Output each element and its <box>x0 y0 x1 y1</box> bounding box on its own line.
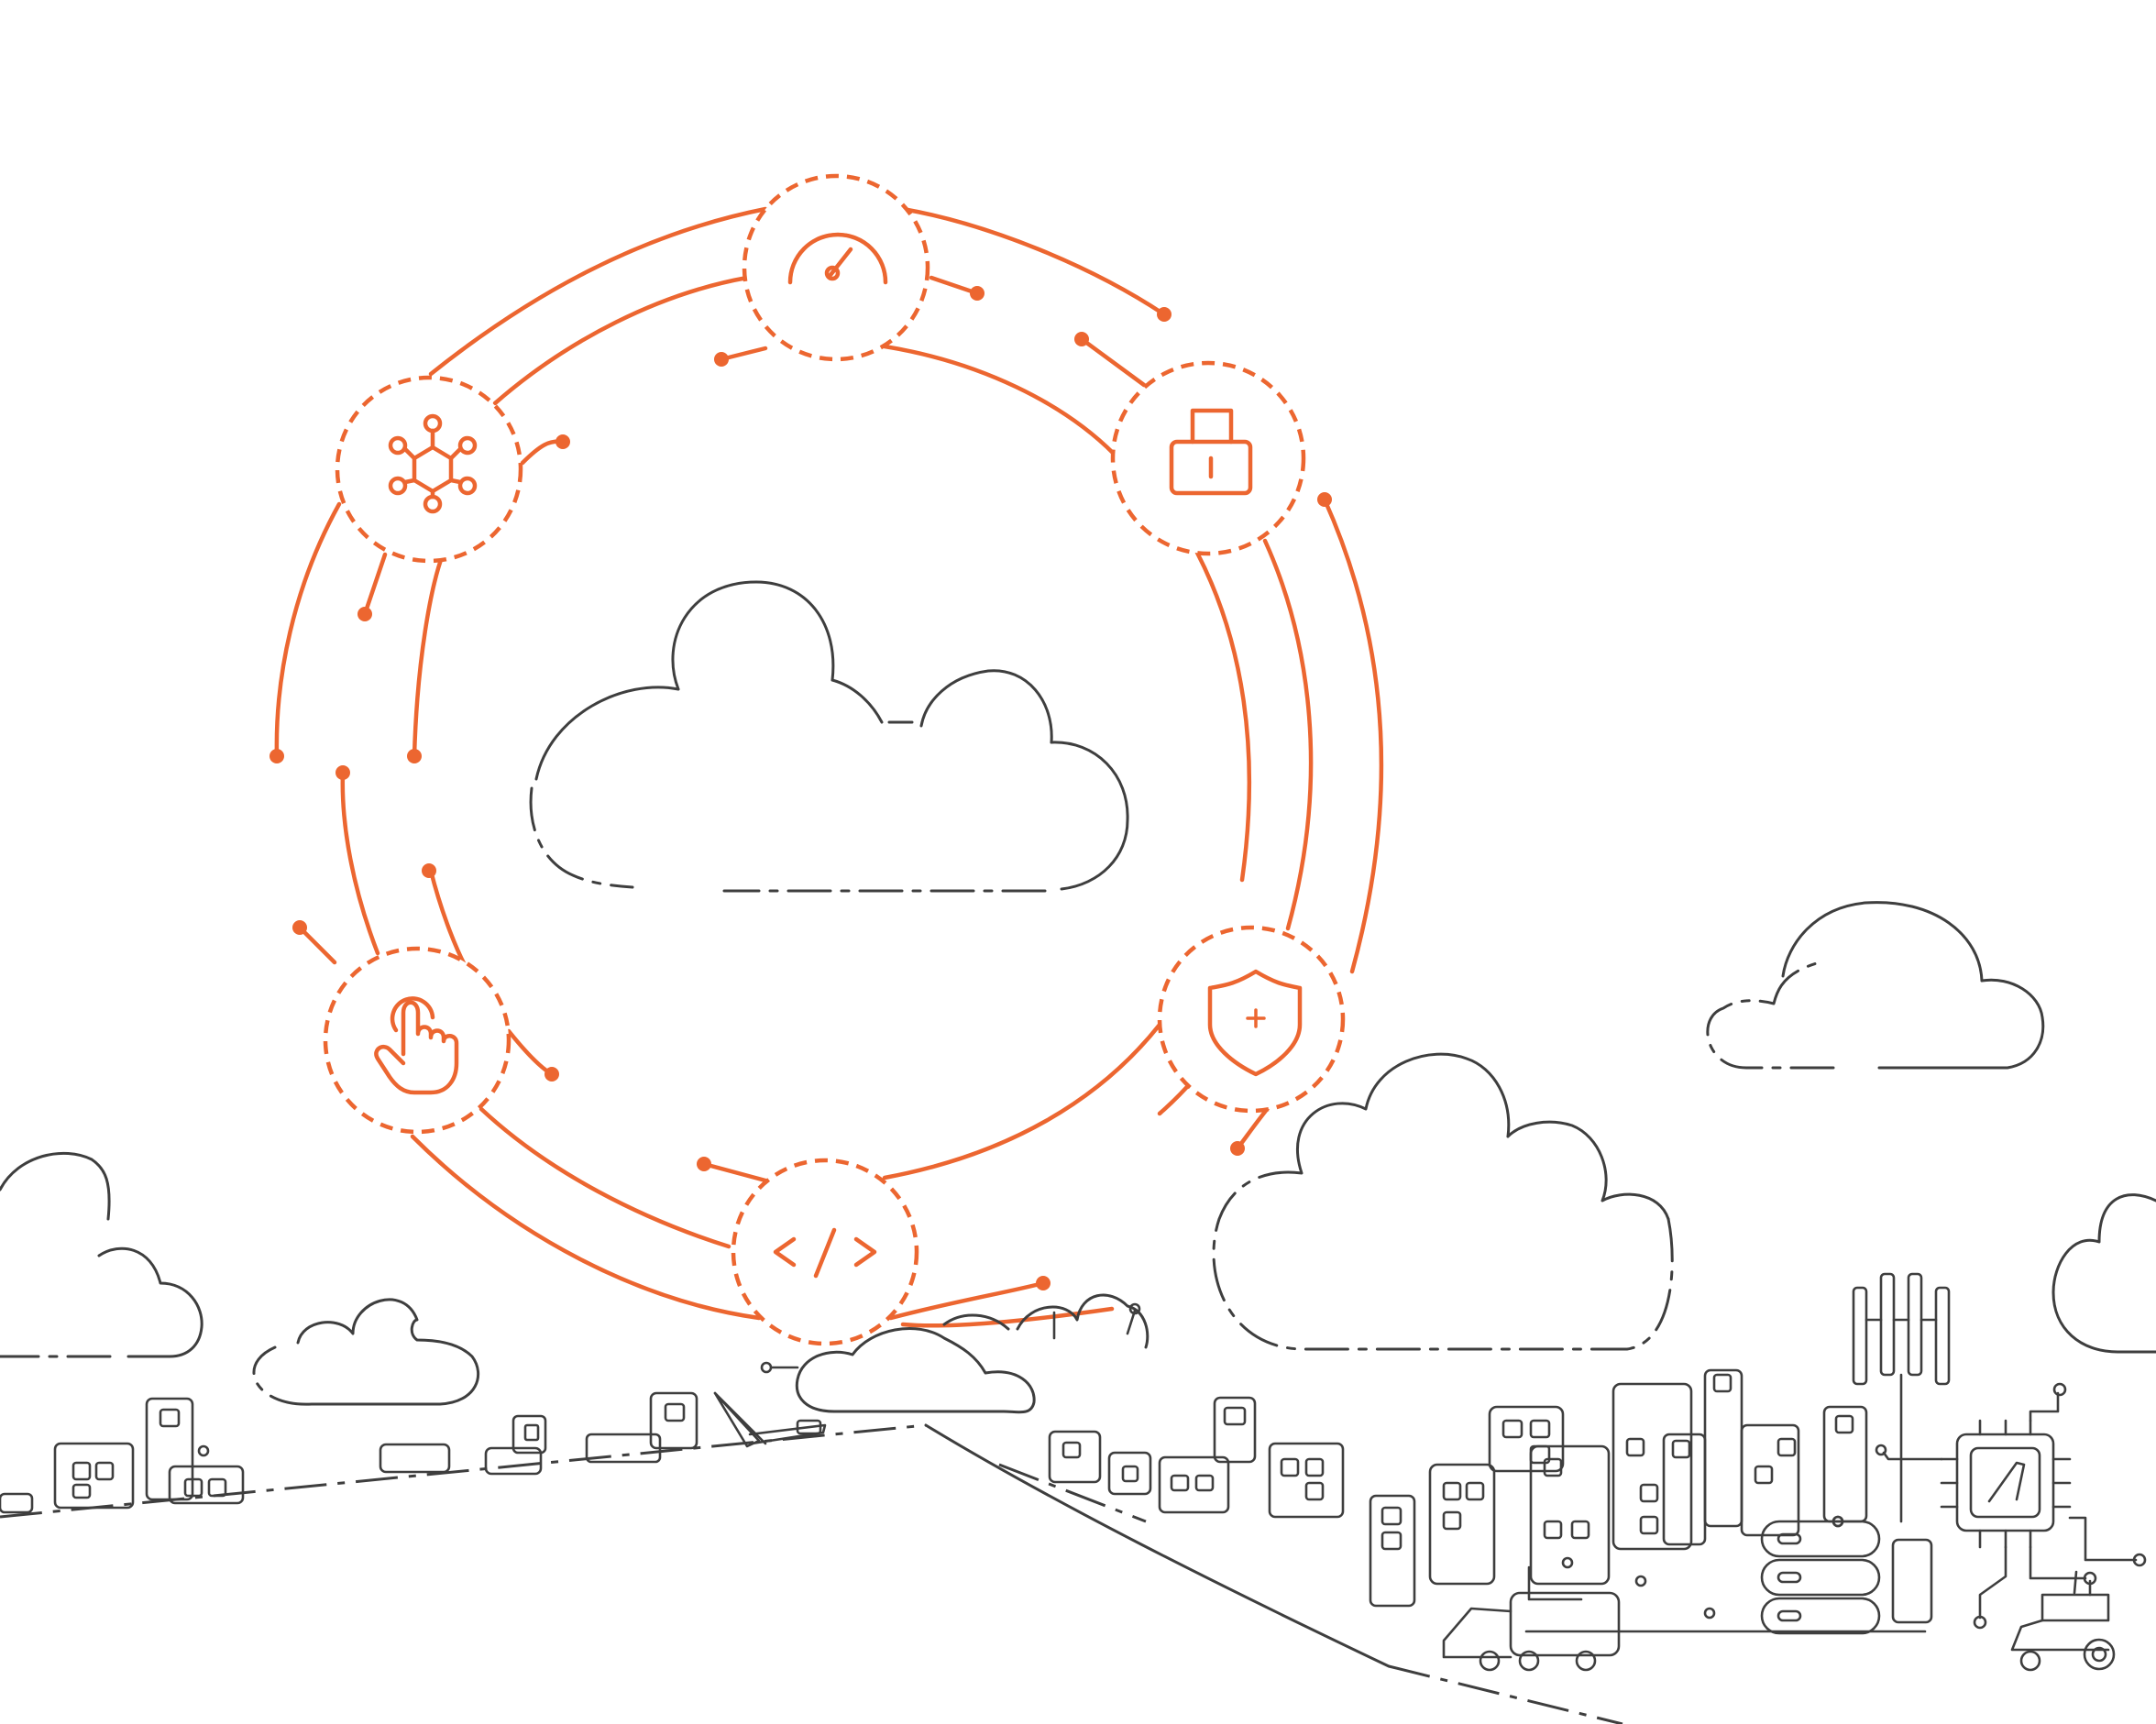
left-cloud <box>0 1151 204 1358</box>
right-upper-cloud <box>1706 901 2045 1070</box>
speedometer-icon <box>787 232 888 285</box>
service-ring <box>270 173 1384 1346</box>
security-node <box>1110 360 1306 556</box>
mid-small-cloud <box>795 1293 1150 1414</box>
airplane-icon <box>760 1302 1141 1374</box>
left-town <box>0 1391 827 1514</box>
code-brackets-icon <box>773 1227 877 1279</box>
tractor-icon <box>2010 1570 2116 1672</box>
cell-tower-icon <box>1852 1272 1951 1523</box>
touch-node <box>323 946 512 1135</box>
large-right-cloud <box>1212 1052 1674 1351</box>
right-town <box>1048 1368 1933 1633</box>
cloud-icon <box>529 580 1129 893</box>
edge-cloud-right <box>2052 1193 2156 1354</box>
network-hub-icon <box>388 413 478 514</box>
truck-icon <box>1442 1591 1621 1672</box>
small-cloud-left <box>252 1298 480 1406</box>
processor-chip-icon <box>1875 1382 2147 1630</box>
server-stack-icon <box>1760 1515 1881 1635</box>
shield-plus-icon <box>1207 969 1303 1077</box>
network-node <box>335 375 523 564</box>
lock-icon <box>1169 408 1253 496</box>
touch-hand-icon <box>374 996 459 1095</box>
